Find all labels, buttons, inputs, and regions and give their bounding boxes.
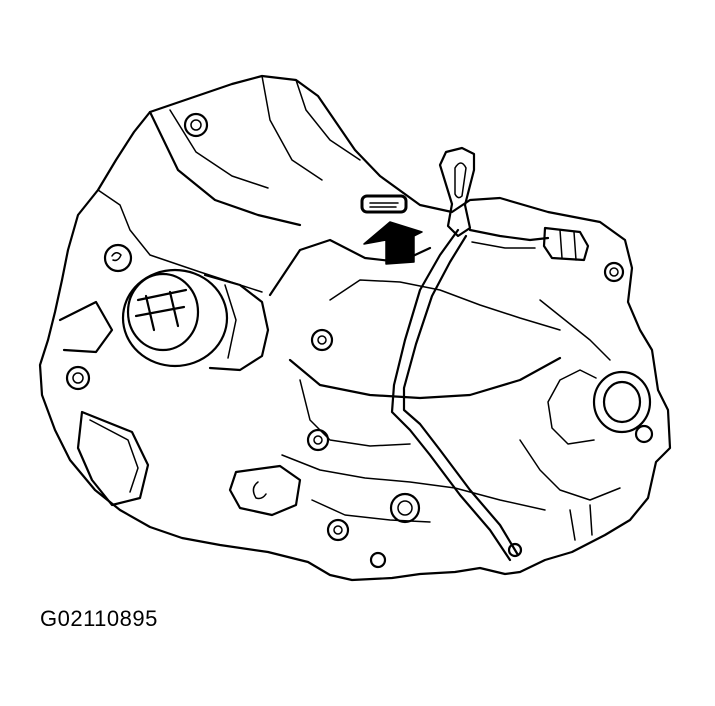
identification-label-text [369, 202, 399, 208]
bell-housing-rib [169, 109, 269, 189]
breather-tube [402, 234, 520, 557]
right-bolt-boss [609, 267, 619, 277]
input-shaft-housing [121, 268, 229, 368]
case-bolt-boss [507, 542, 523, 558]
middle-case-rib [281, 454, 546, 511]
lower-mount-tab [228, 464, 302, 517]
right-bolt-boss [603, 261, 625, 283]
case-bolt-boss [310, 328, 334, 352]
case-bolt-boss [317, 335, 327, 345]
housing-boss [72, 372, 84, 384]
middle-case-rib [288, 356, 562, 400]
input-shaft-seal [126, 272, 200, 352]
bell-housing-rib [261, 75, 323, 181]
right-case-rib [539, 299, 611, 361]
tube-bracket-slot [454, 162, 467, 199]
output-shaft-detail [547, 369, 597, 445]
case-bolt-boss [306, 428, 330, 452]
middle-case-rib [329, 279, 561, 331]
sensor-wire [471, 241, 536, 249]
breather-tube [390, 228, 512, 562]
callout-arrow-icon [363, 221, 423, 265]
sensor-wire [468, 228, 550, 242]
case-bolt-boss [326, 518, 350, 542]
output-shaft-seal [602, 380, 642, 424]
housing-boss [183, 112, 209, 138]
middle-case-rib [299, 379, 411, 447]
sensor-connector [542, 226, 590, 262]
input-shaft-collar [224, 284, 237, 359]
right-case-rib [519, 439, 621, 501]
housing-boss [190, 119, 202, 131]
case-bolt-boss [397, 500, 413, 516]
transmission-housing-outline [38, 74, 672, 582]
case-bolt-boss [313, 435, 323, 445]
bell-housing-rib [148, 110, 302, 227]
input-shaft-spline [134, 288, 188, 332]
output-shaft-flange [592, 370, 652, 434]
case-bolt-boss [333, 525, 343, 535]
bell-housing-edge [97, 189, 263, 293]
tube-bracket [438, 146, 476, 238]
housing-boss-detail [111, 252, 122, 262]
lower-mount-tab-hole [252, 481, 267, 500]
case-bolt-boss [369, 551, 387, 569]
input-shaft-collar [203, 273, 270, 372]
case-bolt-boss [389, 492, 421, 524]
housing-boss [103, 243, 133, 273]
left-mount-flange [58, 300, 114, 354]
right-case-rib [569, 504, 593, 541]
figure-code: G02110895 [40, 606, 158, 631]
identification-label [360, 194, 408, 214]
left-mount-pocket [76, 410, 150, 507]
bell-housing-rib [295, 79, 361, 161]
housing-boss [65, 365, 91, 391]
sensor-connector [559, 229, 577, 261]
left-mount-pocket [89, 419, 139, 493]
right-bolt-boss [634, 424, 654, 444]
